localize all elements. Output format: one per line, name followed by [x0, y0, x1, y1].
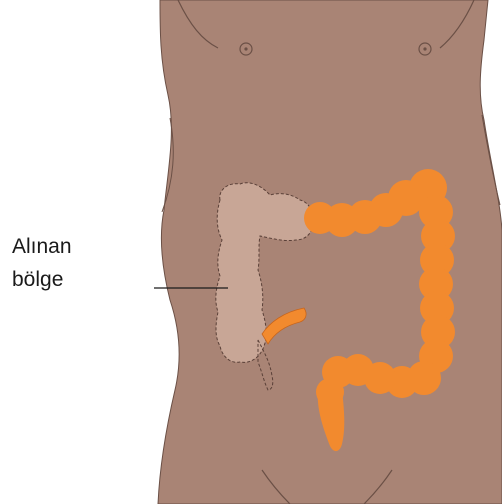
label-line-2: bölge — [12, 263, 72, 296]
removed-area-label: Alınan bölge — [12, 230, 72, 296]
label-line-1: Alınan — [12, 230, 72, 263]
